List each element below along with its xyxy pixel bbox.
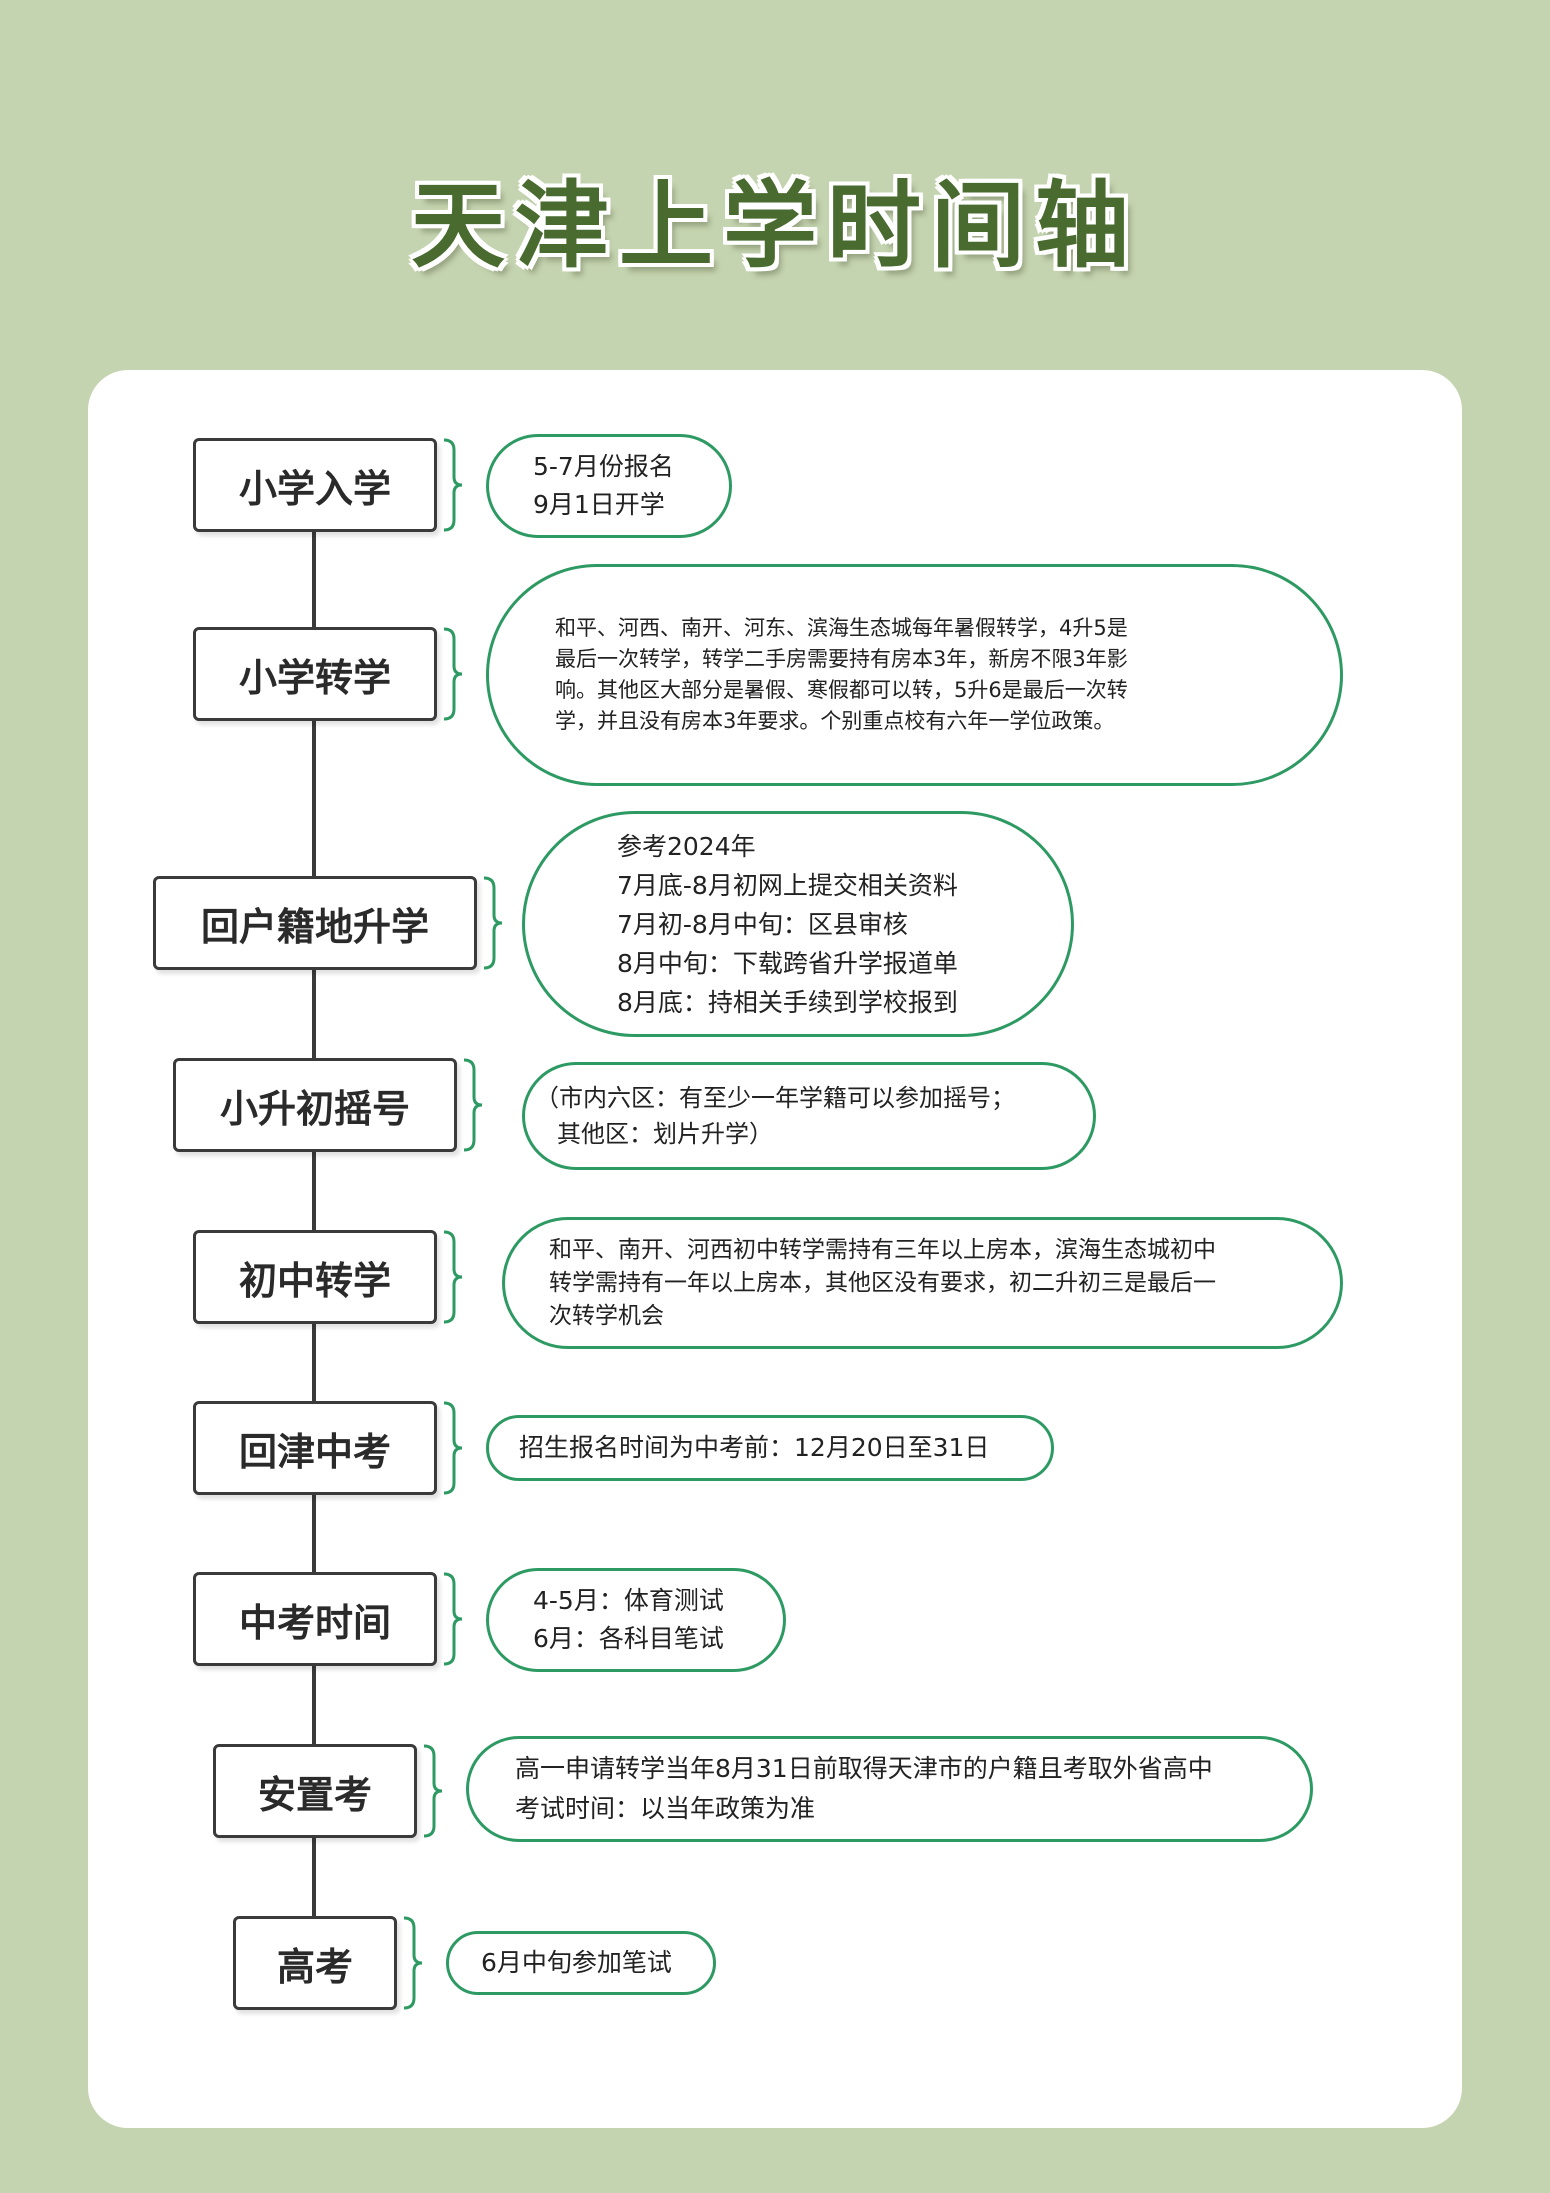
bubble-line: 5-7月份报名 <box>533 452 674 481</box>
bubble-line: 高一申请转学当年8月31日前取得天津市的户籍且考取外省高中 <box>515 1754 1213 1783</box>
bubble-line: 6月：各科目笔试 <box>533 1624 724 1653</box>
brace-connector <box>443 1572 463 1666</box>
info-bubble-return-tianjin-exam: 招生报名时间为中考前：12月20日至31日 <box>486 1415 1054 1481</box>
info-bubble-primary-transfer: 和平、河西、南开、河东、滨海生态城每年暑假转学，4升5是 最后一次转学，转学二手… <box>486 564 1343 786</box>
bubble-line: 和平、南开、河西初中转学需持有三年以上房本，滨海生态城初中 <box>549 1236 1216 1263</box>
info-bubble-return-hometown: 参考2024年 7月底-8月初网上提交相关资料 7月初-8月中旬：区县审核 8月… <box>522 811 1074 1037</box>
info-bubble-middle-lottery: （市内六区：有至少一年学籍可以参加摇号； 其他区：划片升学） <box>522 1062 1096 1170</box>
bubble-line: 9月1日开学 <box>533 490 665 519</box>
bubble-line: 最后一次转学，转学二手房需要持有房本3年，新房不限3年影 <box>555 647 1128 671</box>
stage-box-gaokao: 高考 <box>233 1916 397 2010</box>
brace-connector <box>403 1916 423 2010</box>
info-bubble-primary-enrollment: 5-7月份报名 9月1日开学 <box>486 434 732 538</box>
brace-connector <box>463 1058 483 1152</box>
bubble-line: 考试时间：以当年政策为准 <box>515 1794 816 1823</box>
bubble-line: 7月底-8月初网上提交相关资料 <box>617 870 958 900</box>
bubble-line: 学，并且没有房本3年要求。个别重点校有六年一学位政策。 <box>555 709 1115 733</box>
stage-box-junior-transfer: 初中转学 <box>193 1230 437 1324</box>
bubble-line: 次转学机会 <box>549 1302 664 1329</box>
timeline-spine <box>312 480 316 1970</box>
bubble-line: 8月底：持相关手续到学校报到 <box>617 987 958 1017</box>
brace-connector <box>483 876 503 970</box>
bubble-line: 7月初-8月中旬：区县审核 <box>617 909 908 939</box>
info-bubble-junior-transfer: 和平、南开、河西初中转学需持有三年以上房本，滨海生态城初中 转学需持有一年以上房… <box>502 1217 1343 1349</box>
bubble-line: 转学需持有一年以上房本，其他区没有要求，初二升初三是最后一 <box>549 1269 1216 1296</box>
bubble-line: 和平、河西、南开、河东、滨海生态城每年暑假转学，4升5是 <box>555 616 1128 640</box>
bubble-line: 其他区：划片升学） <box>557 1120 773 1148</box>
stage-box-return-tianjin-exam: 回津中考 <box>193 1401 437 1495</box>
stage-box-middle-lottery: 小升初摇号 <box>173 1058 457 1152</box>
stage-box-primary-transfer: 小学转学 <box>193 627 437 721</box>
brace-connector <box>443 627 463 721</box>
stage-box-primary-enrollment: 小学入学 <box>193 438 437 532</box>
bubble-line: 参考2024年 <box>617 831 756 861</box>
brace-connector <box>423 1744 443 1838</box>
bubble-line: 响。其他区大部分是暑假、寒假都可以转，5升6是最后一次转 <box>555 678 1128 702</box>
brace-connector <box>443 1401 463 1495</box>
bubble-line: （市内六区：有至少一年学籍可以参加摇号； <box>535 1084 1015 1112</box>
stage-box-placement-exam: 安置考 <box>213 1744 417 1838</box>
page-title: 天津上学时间轴 <box>410 172 1139 281</box>
bubble-line: 6月中旬参加笔试 <box>481 1948 672 1977</box>
stage-box-exam-time: 中考时间 <box>193 1572 437 1666</box>
bubble-line: 8月中旬：下载跨省升学报道单 <box>617 948 958 978</box>
info-bubble-gaokao: 6月中旬参加笔试 <box>446 1931 716 1995</box>
bubble-line: 4-5月：体育测试 <box>533 1586 724 1615</box>
stage-box-return-hometown: 回户籍地升学 <box>153 876 477 970</box>
brace-connector <box>443 1230 463 1324</box>
bubble-line: 招生报名时间为中考前：12月20日至31日 <box>519 1433 990 1462</box>
brace-connector <box>443 438 463 532</box>
info-bubble-placement-exam: 高一申请转学当年8月31日前取得天津市的户籍且考取外省高中 考试时间：以当年政策… <box>466 1736 1313 1842</box>
info-bubble-exam-time: 4-5月：体育测试 6月：各科目笔试 <box>486 1568 786 1672</box>
